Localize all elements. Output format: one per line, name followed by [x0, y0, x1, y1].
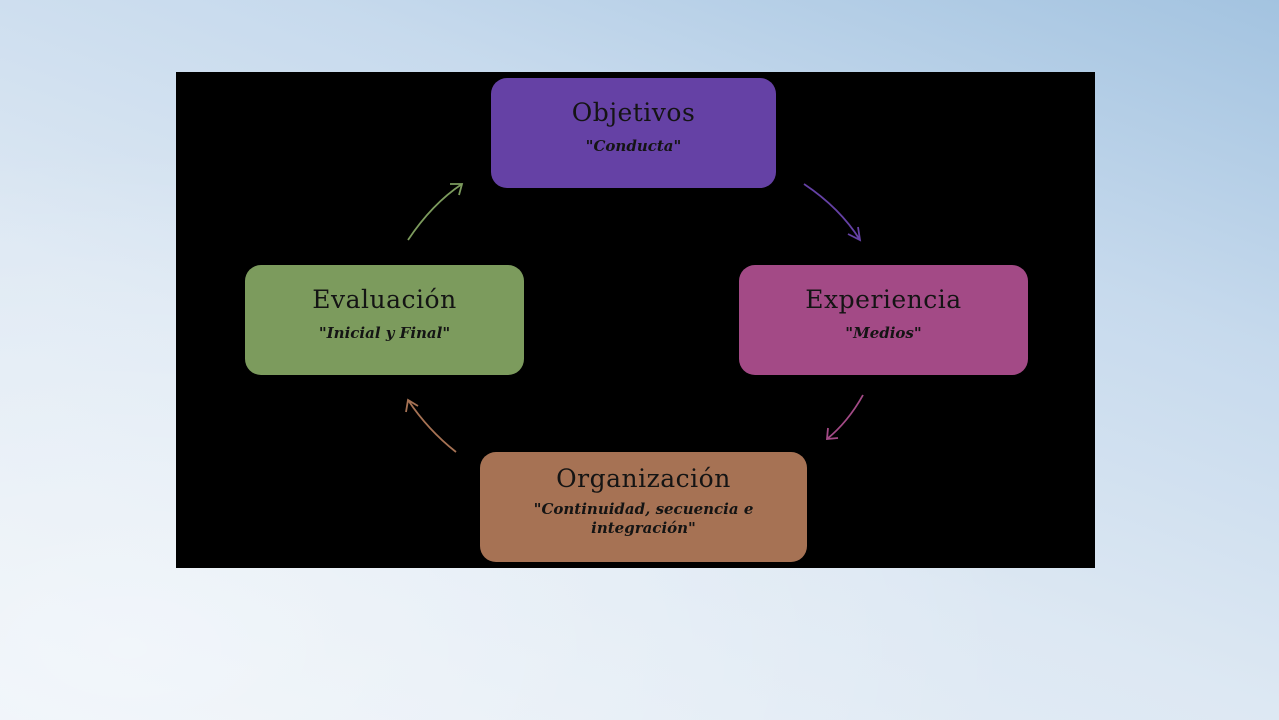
arrow-experiencia-organizacion — [826, 394, 864, 440]
node-title-experiencia: Experiencia — [805, 285, 962, 314]
arrowhead-evaluacion-objetivos — [450, 183, 464, 196]
node-organizacion: Organización "Continuidad, secuencia e i… — [480, 452, 807, 562]
arrow-organizacion-evaluacion — [407, 399, 457, 453]
arrow-evaluacion-objetivos — [407, 183, 463, 241]
node-subtitle-evaluacion: "Inicial y Final" — [318, 324, 451, 342]
node-objetivos: Objetivos "Conducta" — [491, 78, 776, 188]
arrowhead-experiencia-organizacion — [826, 427, 839, 440]
node-title-objetivos: Objetivos — [571, 98, 696, 127]
node-subtitle-experiencia: "Medios" — [845, 324, 922, 342]
node-subtitle-objetivos: "Conducta" — [585, 137, 682, 155]
node-experiencia: Experiencia "Medios" — [739, 265, 1028, 375]
node-subtitle-organizacion: "Continuidad, secuencia e integración" — [533, 500, 754, 537]
arrow-objetivos-experiencia — [803, 183, 861, 241]
node-evaluacion: Evaluación "Inicial y Final" — [245, 265, 524, 375]
cycle-arrows — [405, 183, 864, 453]
node-title-organizacion: Organización — [556, 464, 731, 493]
cycle-diagram: Objetivos "Conducta" Experiencia "Medios… — [176, 72, 1095, 568]
node-title-evaluacion: Evaluación — [312, 285, 457, 314]
arrowhead-organizacion-evaluacion — [405, 398, 419, 413]
arrowhead-objetivos-experiencia — [847, 226, 862, 242]
